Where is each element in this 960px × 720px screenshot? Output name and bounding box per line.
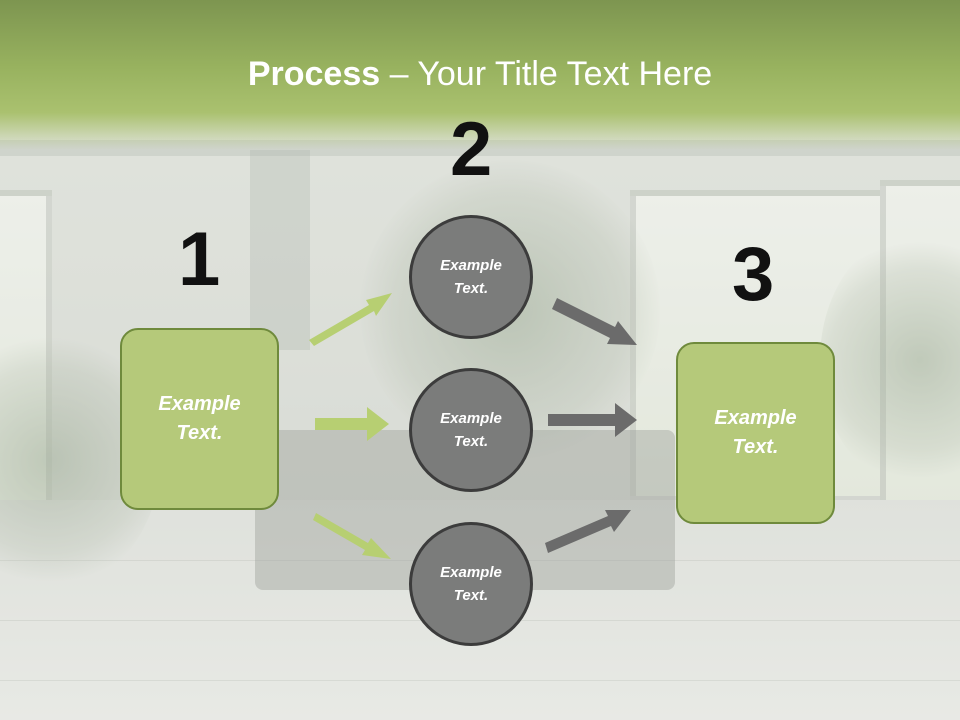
arrow-to-top-circle (309, 293, 392, 346)
arrow-to-bottom-circle (313, 513, 391, 559)
arrow-from-top-circle (552, 298, 637, 345)
step-box-1-label: Example Text. (158, 393, 241, 444)
arrow-from-bottom-circle (545, 510, 631, 553)
step-number-1: 1 (178, 217, 221, 302)
slide-title: Process – Your Title Text Here (0, 52, 960, 96)
arrow-to-middle-circle (315, 407, 389, 441)
step-circle-top-label: Example Text. (440, 257, 502, 297)
background-pillar (250, 150, 310, 350)
gray-arrows (545, 298, 637, 553)
header-band (0, 0, 960, 150)
step-number-2: 2 (450, 107, 493, 192)
green-arrows (309, 293, 392, 559)
arrow-from-middle-circle (548, 403, 637, 437)
step-box-3: Example Text. (676, 342, 835, 524)
step-circle-bottom-label: Example Text. (440, 564, 502, 604)
step-box-3-label: Example Text. (714, 407, 797, 458)
step-circle-top: Example Text. (409, 215, 533, 339)
step-circle-middle: Example Text. (409, 368, 533, 492)
step-circle-bottom: Example Text. (409, 522, 533, 646)
slide-title-strong: Process (247, 55, 381, 93)
floor-tile-line (0, 680, 960, 681)
slide-title-rest: – Your Title Text Here (380, 55, 713, 93)
step-box-1: Example Text. (120, 328, 279, 510)
step-number-3: 3 (732, 232, 775, 317)
step-circle-middle-label: Example Text. (440, 410, 502, 450)
